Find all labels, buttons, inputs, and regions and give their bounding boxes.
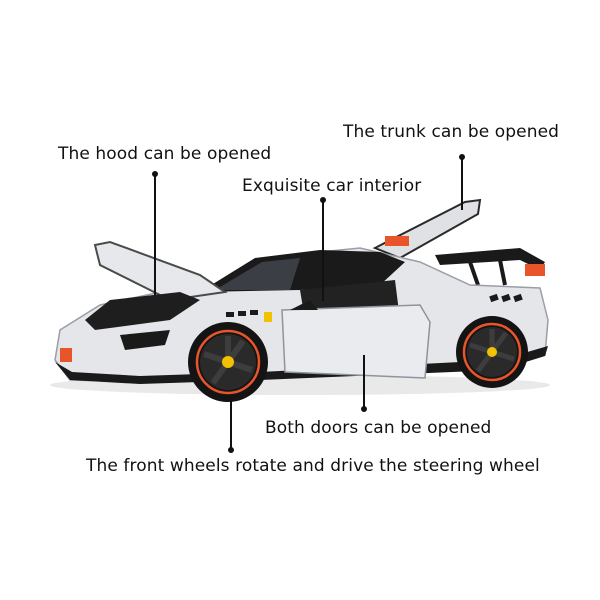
callout-hood-leader <box>154 175 156 295</box>
callout-wheels-leader <box>230 398 232 448</box>
callout-doors-dot <box>361 406 367 412</box>
open-trunk-lid <box>372 198 482 260</box>
callout-trunk-dot <box>459 154 465 160</box>
callout-interior-dot <box>320 197 326 203</box>
callout-hood-label: The hood can be opened <box>58 144 272 164</box>
callout-doors-label: Both doors can be opened <box>265 418 492 438</box>
callout-trunk-label: The trunk can be opened <box>343 122 560 142</box>
front-wheel <box>188 322 268 402</box>
callout-hood-dot <box>152 171 158 177</box>
callout-wheels-dot <box>228 447 234 453</box>
callout-interior-label: Exquisite car interior <box>242 176 422 196</box>
open-hood <box>85 240 228 330</box>
callout-doors-leader <box>363 355 365 407</box>
callout-trunk-leader <box>461 158 463 210</box>
callout-wheels-label: The front wheels rotate and drive the st… <box>86 456 540 476</box>
callout-interior-leader <box>322 201 324 301</box>
rear-wheel <box>456 316 528 388</box>
open-door <box>281 300 431 379</box>
rear-wing <box>435 248 545 286</box>
